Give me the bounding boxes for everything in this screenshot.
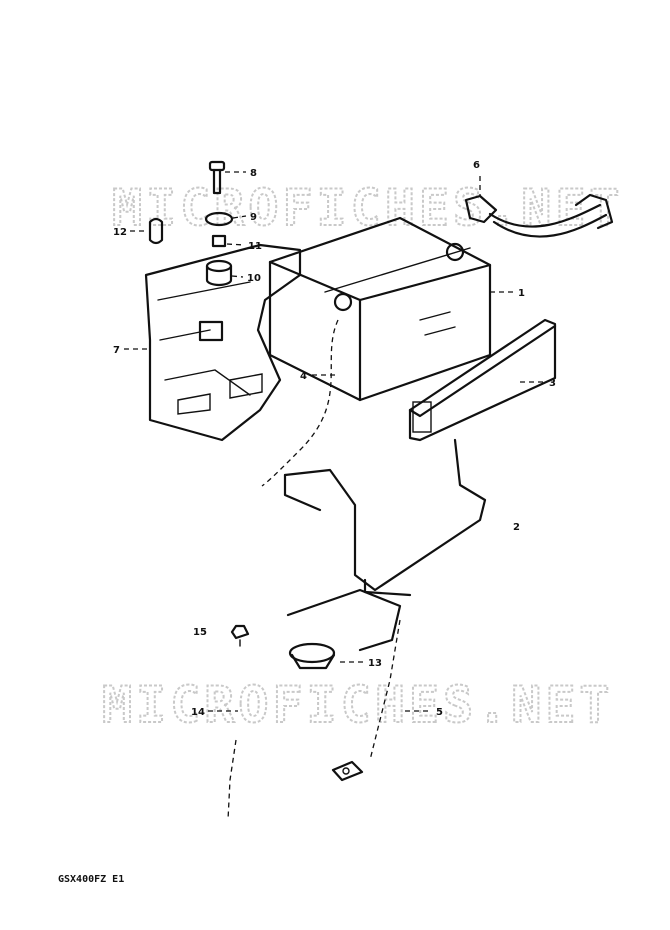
callout-9: 9 xyxy=(250,212,257,223)
collar-part xyxy=(211,234,227,248)
washer-part xyxy=(204,211,234,227)
callout-11: 11 xyxy=(248,241,262,252)
callout-12: 12 xyxy=(113,227,127,238)
model-code: GSX400FZ E1 xyxy=(58,874,124,885)
callout-14: 14 xyxy=(191,707,205,718)
callout-7: 7 xyxy=(113,345,120,356)
callout-13: 13 xyxy=(368,658,382,669)
breather-pipe-part xyxy=(227,739,237,821)
callout-3: 3 xyxy=(549,378,556,389)
holder-bracket-part xyxy=(144,243,302,442)
callout-4: 4 xyxy=(300,371,307,382)
bolt-part xyxy=(208,160,226,195)
clip-part xyxy=(230,624,250,647)
callout-10: 10 xyxy=(247,273,261,284)
callout-1: 1 xyxy=(518,288,525,299)
callout-8: 8 xyxy=(250,168,257,179)
cable-part xyxy=(464,193,614,238)
cushion-part xyxy=(205,259,233,287)
breather-tube-part xyxy=(261,319,339,487)
battery-part xyxy=(268,216,492,402)
rubber-part xyxy=(148,217,164,245)
leader-lines xyxy=(124,171,545,712)
plate-part xyxy=(408,318,557,442)
callout-15: 15 xyxy=(193,627,207,638)
callout-6: 6 xyxy=(473,160,480,171)
strap-part xyxy=(286,588,402,782)
tray-part xyxy=(283,438,487,597)
watermark-top: MICROFICHES.NET xyxy=(112,179,624,237)
callout-5: 5 xyxy=(436,707,443,718)
watermark-bottom: MICROFICHES.NET xyxy=(102,676,614,734)
cap-part xyxy=(288,642,336,670)
callout-2: 2 xyxy=(513,522,520,533)
